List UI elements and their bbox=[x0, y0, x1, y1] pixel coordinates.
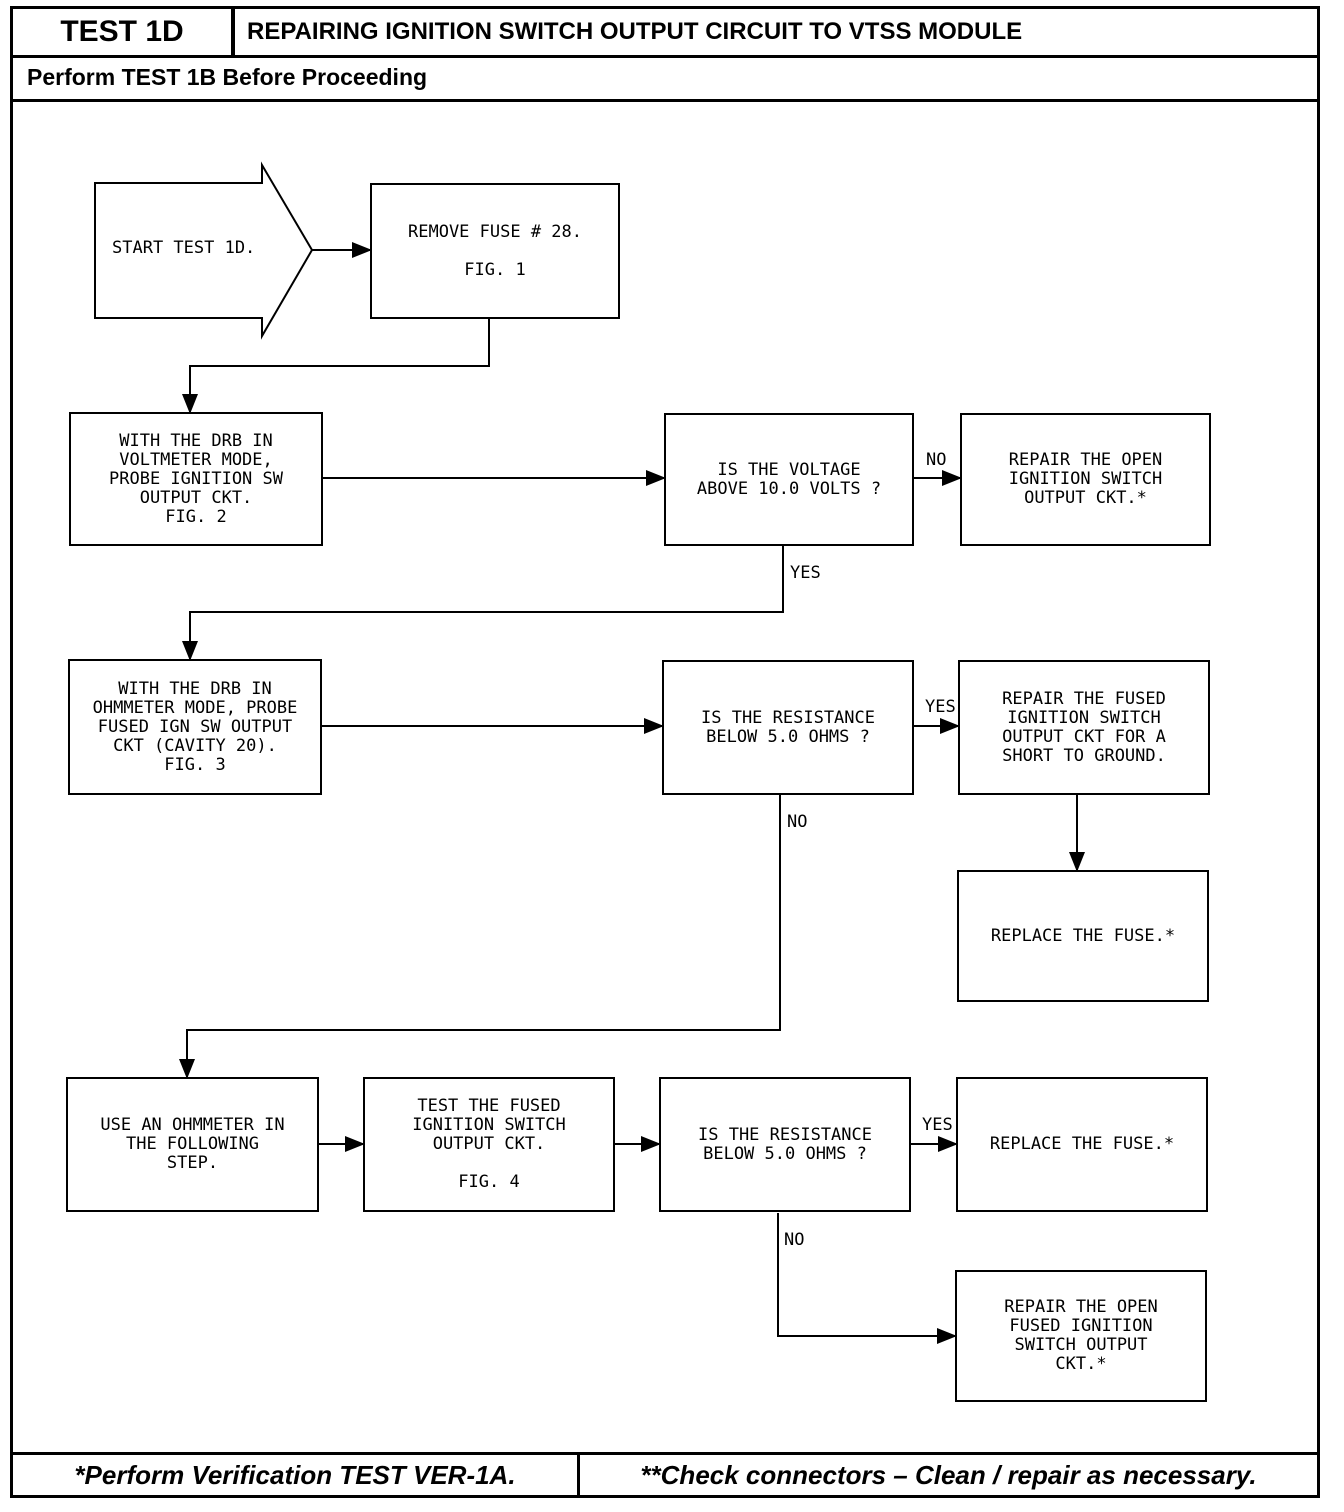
node-text-line: WITH THE DRB IN bbox=[118, 678, 272, 699]
node-text-line: IGNITION SWITCH bbox=[412, 1115, 566, 1135]
node-text-line: REPAIR THE OPEN bbox=[1004, 1297, 1158, 1317]
node-text-line: OHMMETER MODE, PROBE bbox=[92, 697, 298, 718]
edge-q1-use-ohm bbox=[179, 795, 781, 1079]
node-text-line: CKT (CAVITY 20). bbox=[113, 735, 277, 756]
node-text-line: ABOVE 10.0 VOLTS ? bbox=[696, 478, 882, 499]
node-text-line: REMOVE FUSE # 28. bbox=[408, 221, 582, 242]
edge-q2-repair-open-fused bbox=[777, 1213, 957, 1344]
node-text-line: OUTPUT CKT. bbox=[432, 1134, 546, 1154]
node-text-line: FIG. 2 bbox=[165, 506, 227, 527]
edge-remove-voltmeter bbox=[182, 318, 490, 414]
node-text-line: USE AN OHMMETER IN bbox=[100, 1115, 285, 1135]
edge-label-yes-3: YES bbox=[922, 1115, 953, 1135]
node-text-line: FUSED IGN SW OUTPUT bbox=[97, 716, 293, 737]
edge-label-yes-1: YES bbox=[790, 563, 821, 583]
edge-label-no-1: NO bbox=[926, 450, 947, 470]
node-text-line: WITH THE DRB IN bbox=[119, 430, 273, 451]
page-title: REPAIRING IGNITION SWITCH OUTPUT CIRCUIT… bbox=[232, 6, 1320, 58]
edge-q-ohmmeter bbox=[182, 546, 784, 661]
start-arrow-shape bbox=[94, 161, 314, 340]
node-text-line: OUTPUT CKT. bbox=[139, 487, 253, 508]
node-text-line: IS THE RESISTANCE bbox=[698, 1124, 872, 1145]
node-text-line: PROBE IGNITION SW bbox=[109, 468, 283, 489]
footer-verification-note: *Perform Verification TEST VER-1A. bbox=[10, 1452, 580, 1498]
node-text-line bbox=[490, 242, 500, 261]
node-text-line: BELOW 5.0 OHMS ? bbox=[706, 726, 870, 747]
node-text-line: TEST THE FUSED bbox=[417, 1096, 561, 1116]
node-text-line: OUTPUT CKT FOR A bbox=[1002, 726, 1166, 747]
node-text-line: SWITCH OUTPUT bbox=[1014, 1335, 1148, 1355]
test-id: TEST 1D bbox=[10, 6, 234, 58]
node-text-line: FIG. 3 bbox=[164, 754, 226, 775]
node-text-line: REPAIR THE FUSED bbox=[1002, 688, 1166, 709]
edge-label-no-3: NO bbox=[784, 1230, 805, 1250]
node-text-line: VOLTMETER MODE, bbox=[119, 449, 273, 470]
node-text-line: FUSED IGNITION bbox=[1009, 1316, 1153, 1336]
node-remove-fuse: REMOVE FUSE # 28. FIG. 1 bbox=[370, 183, 620, 319]
node-text-line: CKT.* bbox=[1055, 1354, 1107, 1374]
node-text-line: REPLACE THE FUSE.* bbox=[990, 925, 1176, 946]
node-text-line: IGNITION SWITCH bbox=[1008, 469, 1163, 489]
node-text-line: FIG. 1 bbox=[464, 259, 526, 280]
edge-label-no-2: NO bbox=[787, 812, 808, 832]
node-replace-fuse-2: REPLACE THE FUSE.* bbox=[956, 1077, 1208, 1212]
node-text-line: SHORT TO GROUND. bbox=[1002, 745, 1166, 766]
node-text-line: REPLACE THE FUSE.* bbox=[989, 1134, 1175, 1154]
footer-connector-note: **Check connectors – Clean / repair as n… bbox=[577, 1452, 1320, 1498]
node-text-line: IS THE VOLTAGE bbox=[717, 459, 861, 480]
start-node: START TEST 1D. bbox=[112, 238, 256, 258]
node-text-line: IS THE RESISTANCE bbox=[701, 707, 875, 728]
node-replace-fuse-1: REPLACE THE FUSE.* bbox=[957, 870, 1209, 1002]
node-text-line: BELOW 5.0 OHMS ? bbox=[703, 1143, 867, 1164]
node-text-line: FIG. 4 bbox=[458, 1172, 520, 1192]
node-text-line: REPAIR THE OPEN bbox=[1008, 450, 1163, 470]
node-text-line: STEP. bbox=[166, 1153, 219, 1173]
node-text-line: OUTPUT CKT.* bbox=[1024, 488, 1147, 508]
node-text-line: THE FOLLOWING bbox=[125, 1134, 260, 1154]
edge-label-yes-2: YES bbox=[925, 697, 956, 717]
page-subtitle: Perform TEST 1B Before Proceeding bbox=[10, 56, 1320, 102]
node-text-line bbox=[484, 1154, 494, 1173]
node-text-line: IGNITION SWITCH bbox=[1007, 707, 1161, 728]
